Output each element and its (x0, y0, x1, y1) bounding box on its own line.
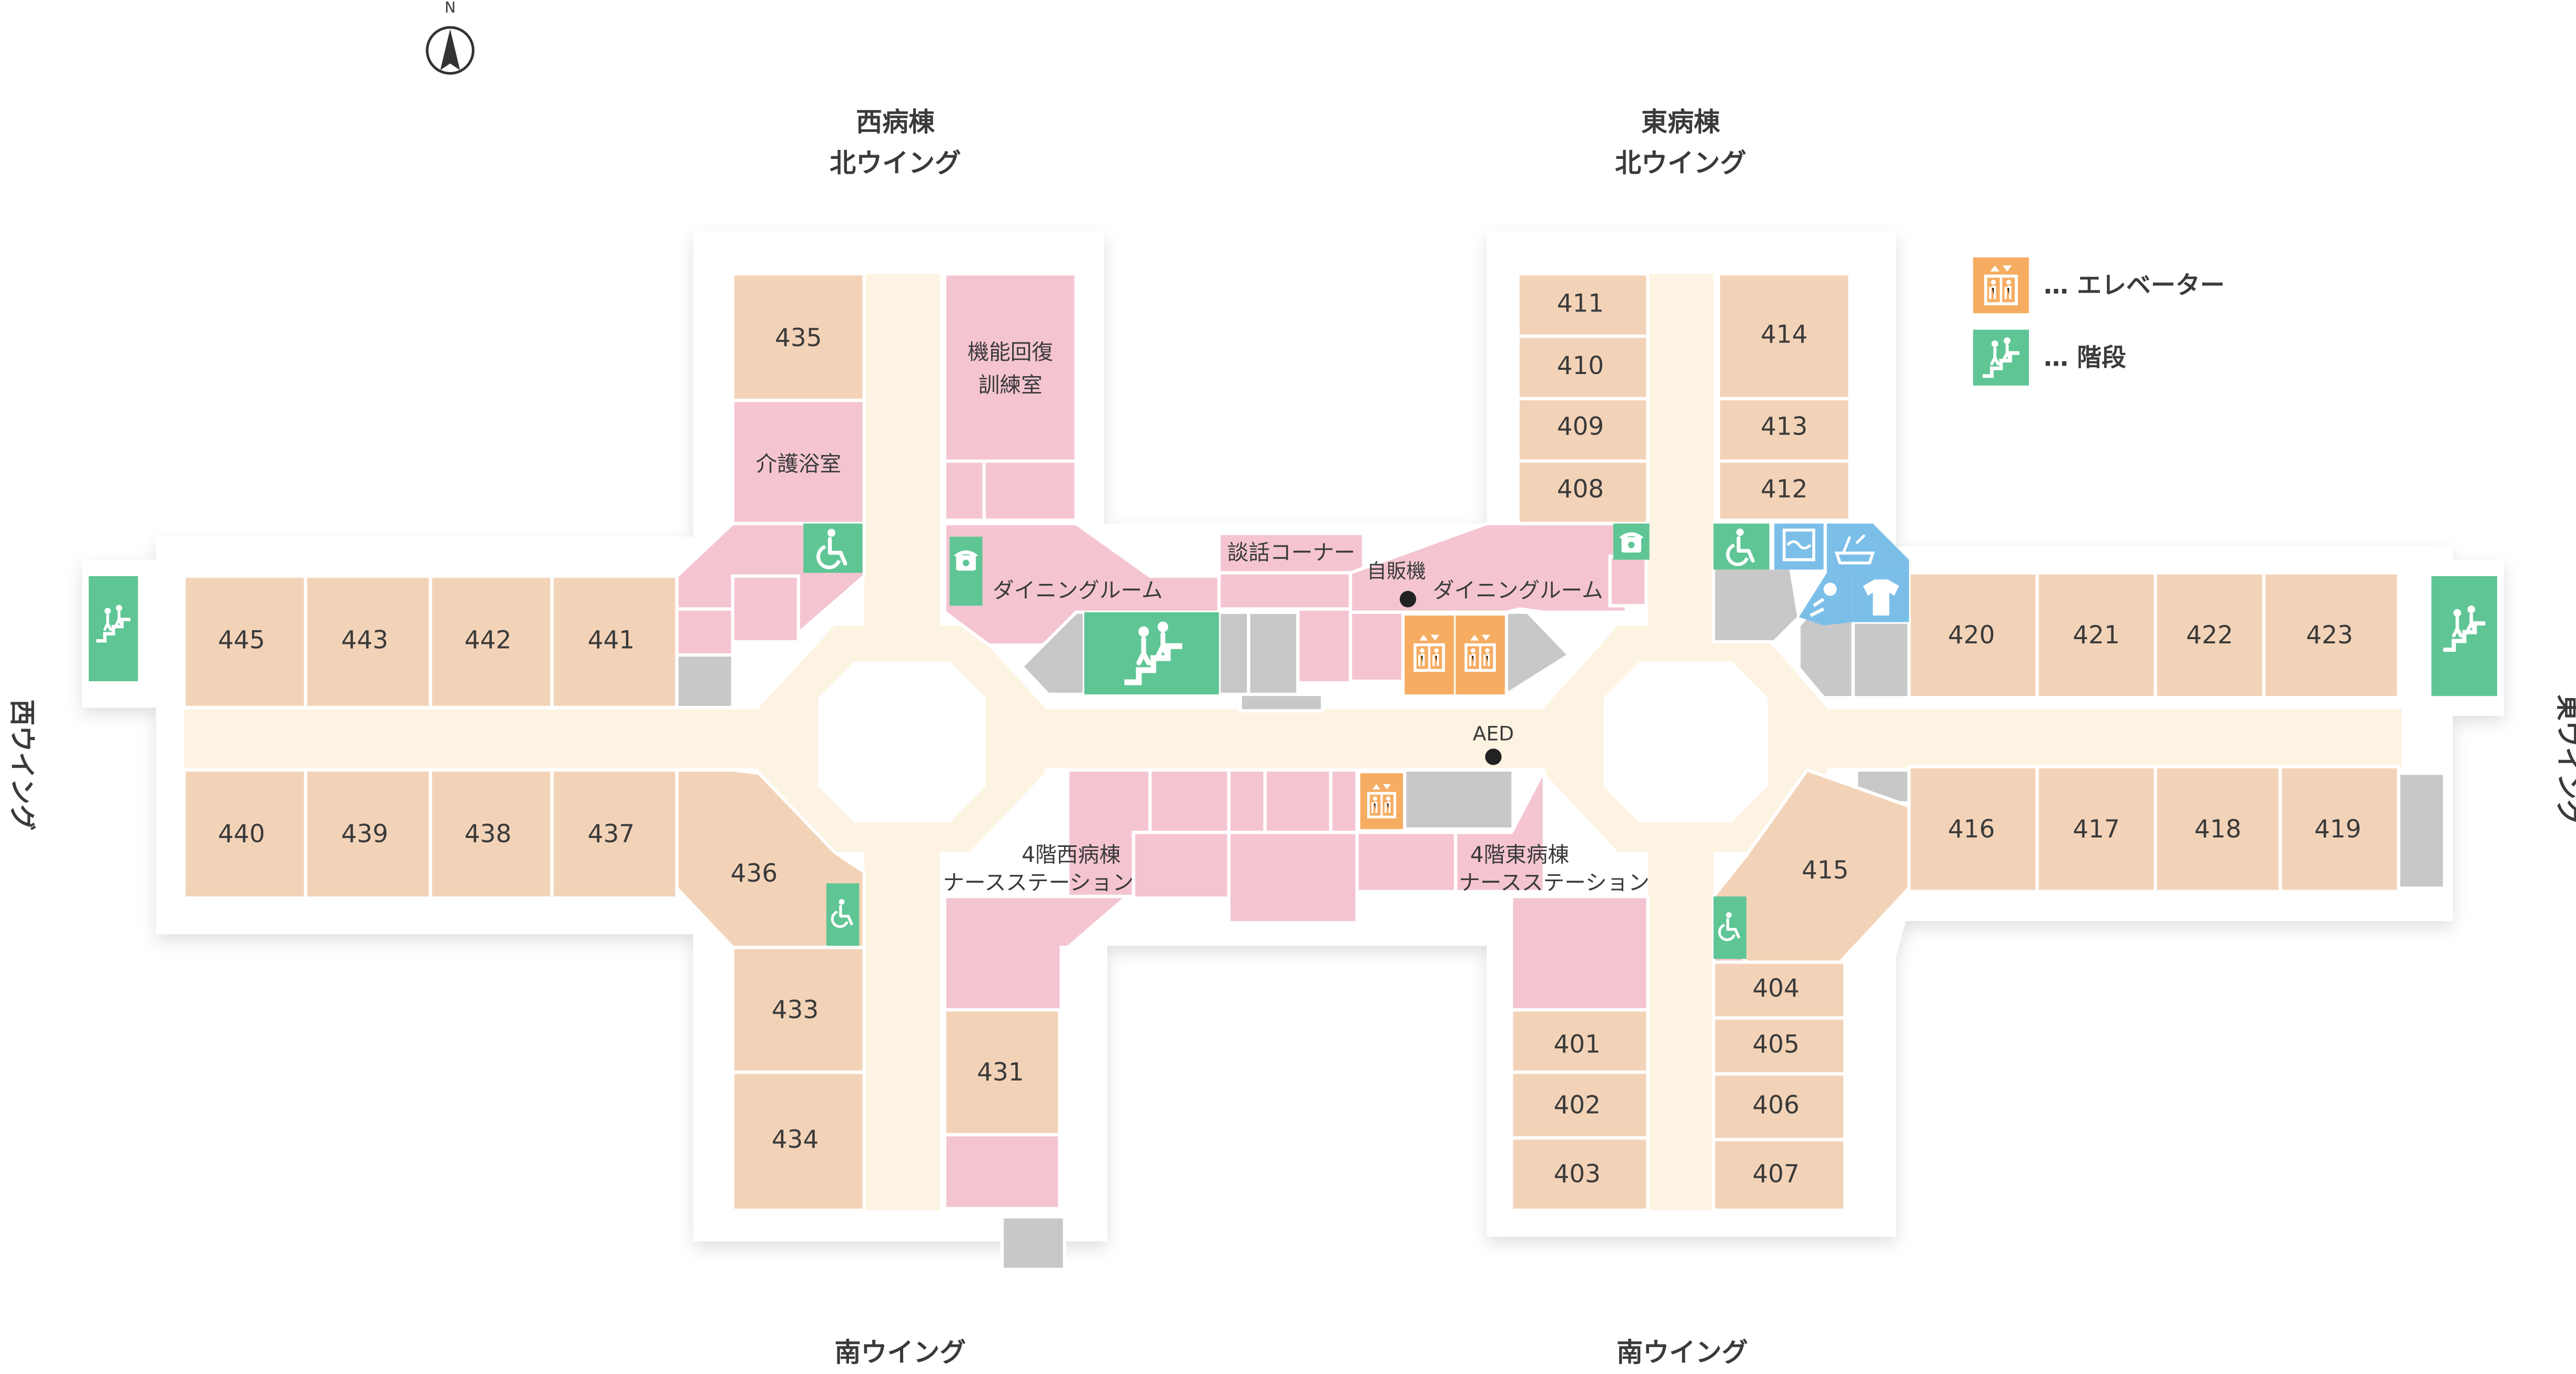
room-labels: 435 433 434 431 436 445 443 442 441 440 … (218, 289, 2361, 1188)
dining-room-west-label: ダイニングルーム (993, 578, 1163, 603)
room-label: 436 (731, 860, 777, 888)
legend-stairs-swatch (1973, 329, 2029, 386)
east-wing-label: 東ウイング (2553, 694, 2576, 826)
room-label: 437 (588, 820, 634, 848)
west-north-wing-label: 西病棟 (856, 107, 935, 137)
room-label: 402 (1553, 1091, 1600, 1119)
vending-machine-label: 自販機 (1367, 559, 1426, 582)
amenity-icons (803, 523, 1910, 959)
washing-icon (1782, 528, 1815, 561)
room-label: 407 (1752, 1160, 1799, 1189)
room-label: 408 (1557, 475, 1604, 503)
patient-rooms (182, 272, 2400, 1212)
room-label: 417 (2073, 815, 2119, 844)
room-label: 420 (1948, 621, 1995, 650)
aed-marker (1485, 749, 1502, 765)
phone-icon (1619, 532, 1644, 553)
room-label: 434 (772, 1126, 819, 1154)
nurse-station-west-label: 4階西病棟 (1022, 842, 1120, 867)
bath-icon (1834, 534, 1875, 565)
room-label: 421 (2073, 621, 2119, 650)
room-label: 442 (464, 627, 511, 655)
room-label: 438 (464, 820, 511, 848)
room-label: 419 (2314, 815, 2361, 844)
room-label: 445 (218, 627, 265, 655)
room-label: 440 (218, 820, 265, 848)
north-label: N (445, 0, 456, 16)
nurse-station-east-label: 4階東病棟 (1470, 842, 1569, 867)
room-label: 405 (1752, 1030, 1799, 1059)
room-label: 439 (341, 820, 388, 848)
room-label: 433 (772, 996, 819, 1024)
room-label: 441 (588, 627, 634, 655)
room-label: 416 (1948, 815, 1995, 844)
room-label: 413 (1761, 413, 1807, 441)
room-label: 409 (1557, 413, 1604, 441)
care-bath-label: 介護浴室 (756, 451, 841, 476)
east-south-wing-label: 南ウイング (1617, 1337, 1748, 1368)
room-label: 423 (2306, 621, 2353, 650)
laundry-shirt-icon (1863, 579, 1900, 616)
west-south-wing-label: 南ウイング (835, 1337, 966, 1368)
room-label: 435 (775, 324, 822, 352)
room-label: 418 (2194, 815, 2241, 844)
room-label: 412 (1761, 475, 1807, 503)
room-label: 406 (1752, 1091, 1799, 1119)
east-north-wing-label: 北ウイング (1615, 148, 1746, 178)
room-label: 411 (1557, 289, 1604, 318)
room-label: 422 (2186, 621, 2233, 650)
room-label: 415 (1802, 856, 1848, 885)
room-label: 443 (341, 627, 388, 655)
shower-icon (1810, 582, 1837, 617)
utility-areas (675, 563, 2447, 1271)
room-label: 403 (1553, 1160, 1600, 1189)
room-label: 404 (1752, 975, 1799, 1003)
north-arrow-icon: N (426, 0, 474, 75)
nurse-station-west-label: ナースステーション (943, 870, 1134, 895)
corridors (184, 274, 2402, 1210)
legend-elevator-label: … エレベーター (2044, 271, 2225, 300)
vending-machine-marker (1399, 591, 1417, 608)
elevators (1360, 615, 1505, 830)
room-label: 401 (1553, 1030, 1600, 1059)
west-north-wing-label: 北ウイング (830, 148, 961, 178)
rehab-room-label: 訓練室 (978, 372, 1043, 397)
rehab-room-label: 機能回復 (968, 339, 1053, 365)
room-label: 414 (1761, 321, 1807, 349)
atrium-voids (818, 661, 1768, 823)
room-label: 410 (1557, 352, 1604, 380)
aed-label: AED (1473, 722, 1514, 745)
facility-labels: 機能回復 訓練室 介護浴室 ダイニングルーム ダイニングルーム 談話コーナー 自… (756, 339, 1650, 895)
wing-labels: 西病棟 北ウイング 東病棟 北ウイング 南ウイング 南ウイング 西ウイング 東ウ… (7, 107, 2576, 1368)
lounge-label: 談話コーナー (1227, 540, 1356, 565)
phone-icon (954, 550, 978, 571)
stairs-areas (88, 576, 2498, 696)
west-wing-label: 西ウイング (7, 699, 37, 831)
legend: … エレベーター … 階段 (1973, 257, 2225, 386)
room-label: 431 (977, 1058, 1024, 1087)
east-north-wing-label: 東病棟 (1641, 107, 1721, 137)
legend-stairs-label: … 階段 (2044, 344, 2126, 372)
nurse-station-east-label: ナースステーション (1459, 870, 1650, 895)
dining-room-east-label: ダイニングルーム (1433, 578, 1603, 603)
